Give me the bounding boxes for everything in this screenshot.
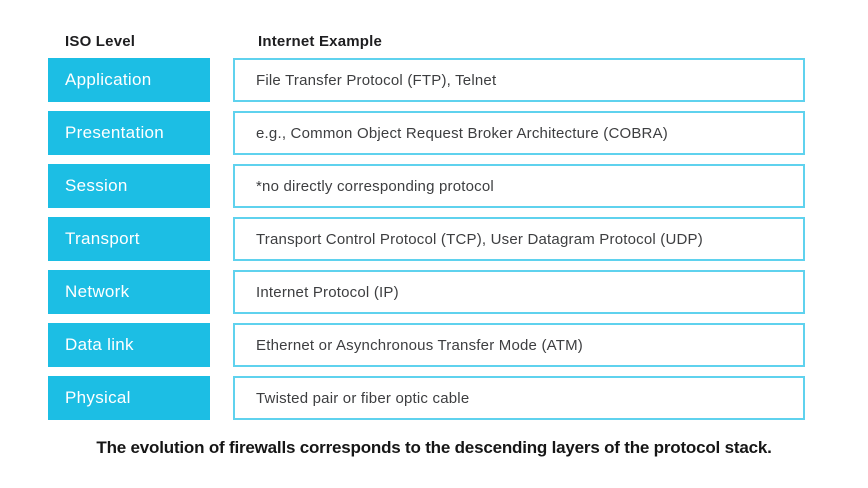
- iso-level-cell: Transport: [48, 217, 210, 261]
- column-gap: [210, 323, 233, 367]
- table-row-data-link: Data link Ethernet or Asynchronous Trans…: [48, 323, 805, 367]
- col-header-iso-level: ISO Level: [65, 33, 136, 50]
- column-gap: [210, 270, 233, 314]
- table-row-physical: Physical Twisted pair or fiber optic cab…: [48, 376, 805, 420]
- column-gap: [210, 164, 233, 208]
- iso-level-cell: Application: [48, 58, 210, 102]
- column-gap: [210, 217, 233, 261]
- column-headers: ISO Level Internet Example: [0, 33, 868, 51]
- iso-level-cell: Network: [48, 270, 210, 314]
- internet-example-cell: *no directly corresponding protocol: [233, 164, 805, 208]
- table-row-application: Application File Transfer Protocol (FTP)…: [48, 58, 805, 102]
- column-gap: [210, 58, 233, 102]
- internet-example-cell: Ethernet or Asynchronous Transfer Mode (…: [233, 323, 805, 367]
- internet-example-cell: Internet Protocol (IP): [233, 270, 805, 314]
- table-row-session: Session *no directly corresponding proto…: [48, 164, 805, 208]
- col-header-internet-example: Internet Example: [258, 33, 383, 50]
- iso-level-cell: Data link: [48, 323, 210, 367]
- table-row-presentation: Presentation e.g., Common Object Request…: [48, 111, 805, 155]
- internet-example-cell: Twisted pair or fiber optic cable: [233, 376, 805, 420]
- column-gap: [210, 111, 233, 155]
- column-gap: [210, 376, 233, 420]
- table-row-network: Network Internet Protocol (IP): [48, 270, 805, 314]
- table-row-transport: Transport Transport Control Protocol (TC…: [48, 217, 805, 261]
- iso-level-cell: Physical: [48, 376, 210, 420]
- internet-example-cell: e.g., Common Object Request Broker Archi…: [233, 111, 805, 155]
- protocol-stack-table: Application File Transfer Protocol (FTP)…: [48, 58, 805, 429]
- figure-caption: The evolution of firewalls corresponds t…: [96, 438, 772, 457]
- iso-level-cell: Presentation: [48, 111, 210, 155]
- internet-example-cell: Transport Control Protocol (TCP), User D…: [233, 217, 805, 261]
- internet-example-cell: File Transfer Protocol (FTP), Telnet: [233, 58, 805, 102]
- iso-level-cell: Session: [48, 164, 210, 208]
